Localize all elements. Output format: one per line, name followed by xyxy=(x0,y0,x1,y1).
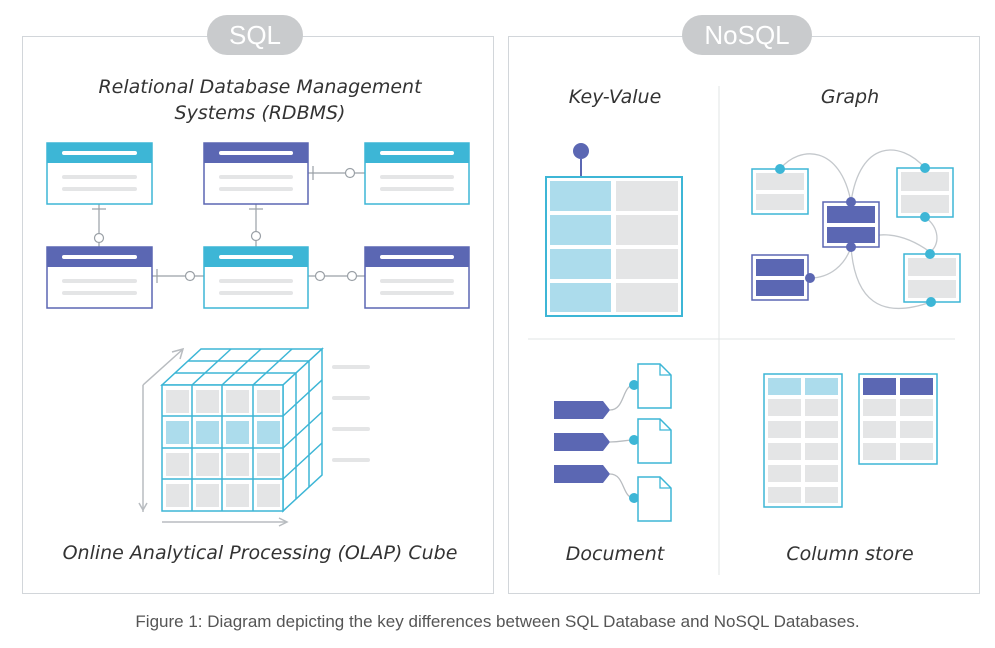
table-5 xyxy=(203,246,309,309)
document-file-icons xyxy=(637,363,672,522)
cube-right-face xyxy=(282,347,323,513)
cube-front-face xyxy=(161,384,284,512)
rdbms-relations xyxy=(92,166,365,283)
nosql-title-pill: NoSQL xyxy=(682,15,812,55)
table-1 xyxy=(46,142,153,205)
document-keys xyxy=(554,401,610,483)
cube-axes xyxy=(138,347,289,527)
table-6 xyxy=(364,246,470,309)
cube-side-lines xyxy=(332,365,370,462)
column-store-diagram xyxy=(763,373,938,508)
column-store-label: Column store xyxy=(786,543,914,565)
table-4 xyxy=(46,246,153,309)
key-value-label: Key-Value xyxy=(568,86,662,108)
graph-label: Graph xyxy=(820,86,880,108)
nosql-dividers xyxy=(528,86,955,575)
sql-title-pill: SQL xyxy=(207,15,303,55)
graph-diagram xyxy=(751,149,961,310)
table-3 xyxy=(364,142,470,205)
key-value-diagram xyxy=(545,143,683,317)
olap-cube xyxy=(138,347,370,527)
rdbms-label: Relational Database Management Systems (… xyxy=(98,76,422,124)
document-diagram xyxy=(554,363,672,522)
rdbms-diagram xyxy=(46,142,470,309)
figure-caption: Figure 1: Diagram depicting the key diff… xyxy=(135,612,860,631)
key-pin-icon xyxy=(573,143,589,159)
olap-label: Online Analytical Processing (OLAP) Cube xyxy=(62,542,458,564)
document-label: Document xyxy=(565,543,665,565)
table-2 xyxy=(203,142,309,205)
